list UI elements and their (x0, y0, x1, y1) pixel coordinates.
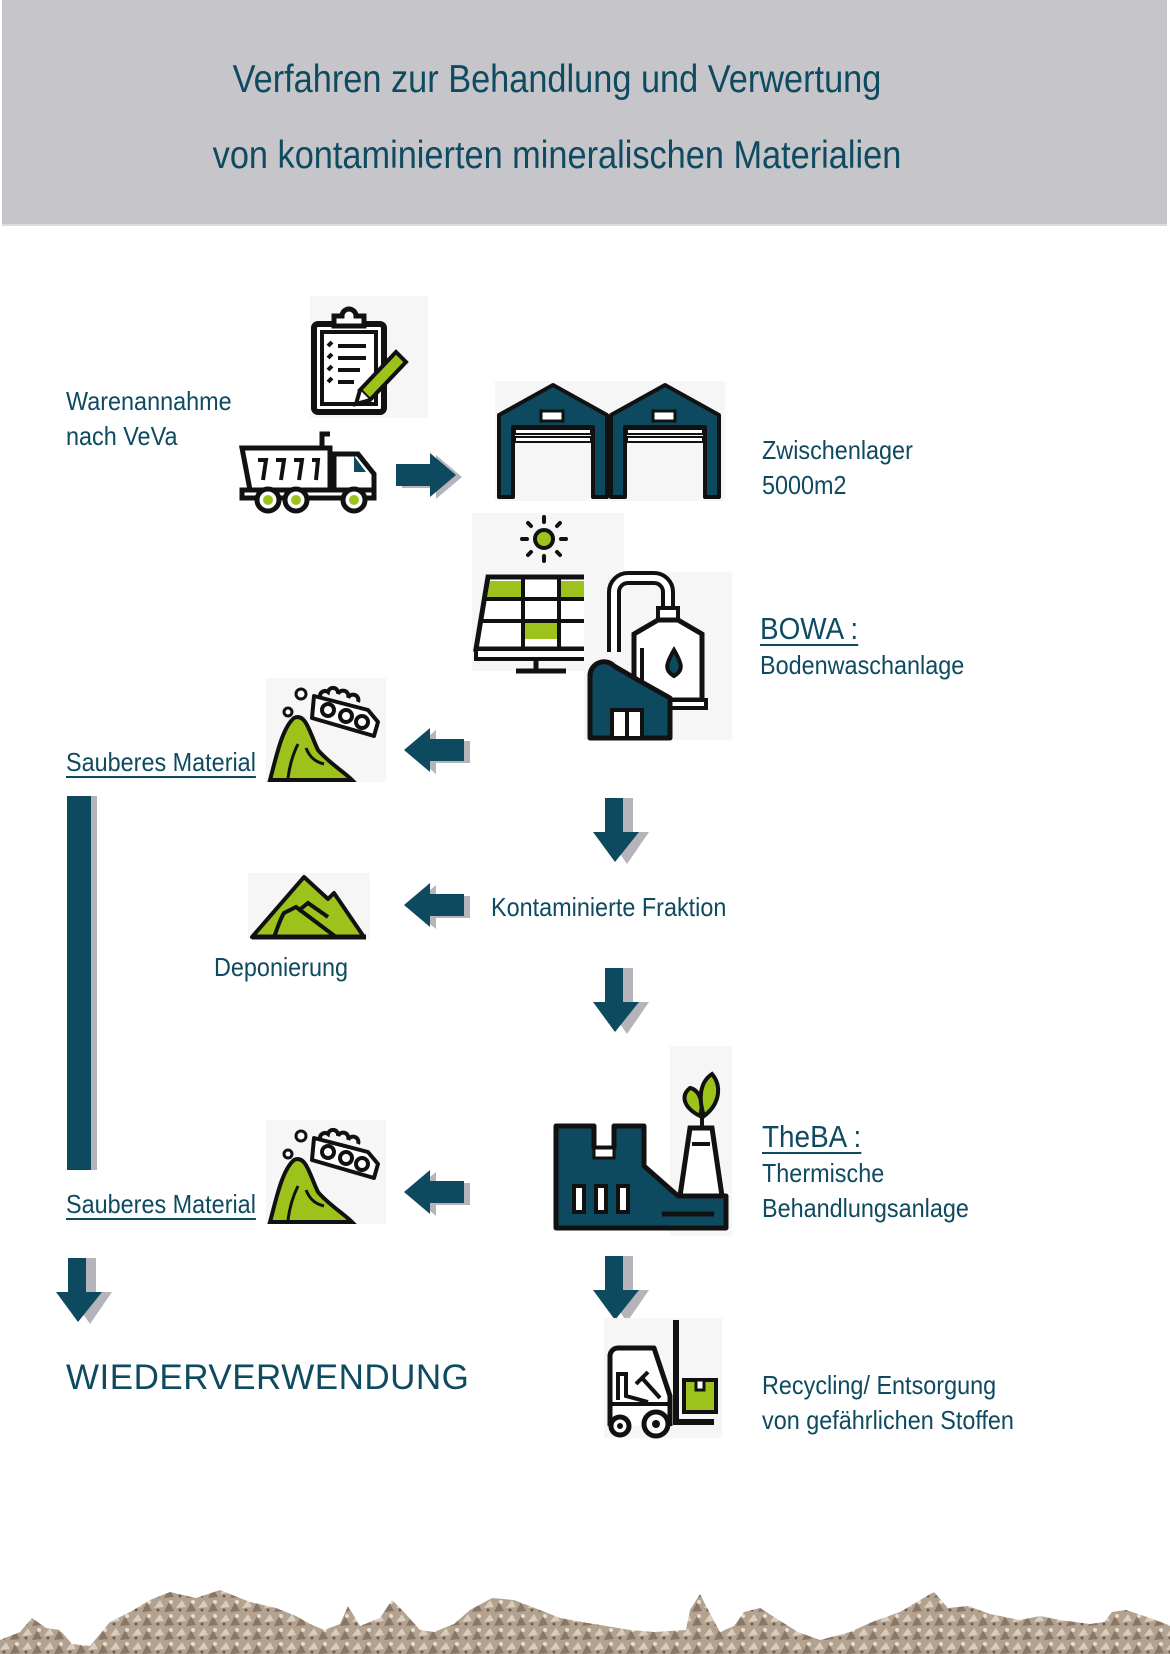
bowa-subtitle: Bodenwaschanlage (760, 650, 965, 680)
page-title-line-2: von kontaminierten mineralischen Materia… (212, 134, 902, 177)
landfill-label: Deponierung (214, 952, 349, 982)
clean-material-label-2: Sauberes Material (66, 1189, 256, 1219)
recycling-line-2: von gefährlichen Stoffen (762, 1405, 1014, 1435)
reuse-label: WIEDERVERWENDUNG (66, 1358, 470, 1397)
recycling-line-1: Recycling/ Entsorgung (762, 1370, 997, 1400)
arrow-right-icon (396, 453, 468, 499)
contaminated-fraction-label: Kontaminierte Fraktion (491, 892, 727, 922)
eco-factory-icon (550, 1046, 732, 1231)
gravel-pile-image (0, 1570, 1170, 1654)
storage-label-line-2: 5000m2 (762, 470, 847, 500)
clean-material-label-1: Sauberes Material (66, 747, 256, 777)
intake-label-line-1: Warenannahme (66, 386, 232, 416)
bowa-label: BOWA : Bodenwaschanlage (760, 610, 964, 683)
intake-label-line-2: nach VeVa (66, 421, 178, 451)
reuse-flow-bar (67, 796, 91, 1170)
theba-line-1: Thermische (762, 1158, 885, 1188)
conveyor-pile-icon (266, 1120, 386, 1224)
arrow-down-icon (593, 968, 649, 1034)
mountain-landfill-icon (248, 873, 370, 940)
theba-line-2: Behandlungsanlage (762, 1193, 969, 1223)
dump-truck-icon (238, 430, 380, 514)
bowa-title: BOWA : (760, 611, 859, 646)
intake-label: Warenannahme nach VeVa (66, 384, 232, 454)
page-title-line-1: Verfahren zur Behandlung und Verwertung (232, 58, 882, 101)
header-banner: Verfahren zur Behandlung und Verwertung … (2, 0, 1167, 226)
arrow-down-icon (593, 1256, 649, 1322)
storage-label: Zwischenlager 5000m2 (762, 433, 913, 503)
warehouse-icon (495, 381, 725, 501)
conveyor-pile-icon (266, 678, 386, 782)
arrow-left-icon (398, 728, 470, 774)
forklift-icon (604, 1318, 722, 1439)
theba-label: TheBA : Thermische Behandlungsanlage (762, 1118, 969, 1226)
storage-label-line-1: Zwischenlager (762, 435, 913, 465)
arrow-left-icon (398, 883, 470, 929)
soil-washing-plant-icon (584, 571, 732, 741)
theba-title: TheBA : (762, 1119, 862, 1154)
arrow-left-icon (398, 1170, 470, 1216)
clipboard-checklist-icon (310, 296, 428, 418)
recycling-label: Recycling/ Entsorgung von gefährlichen S… (762, 1368, 1014, 1438)
arrow-down-icon (56, 1258, 112, 1324)
arrow-down-icon (593, 798, 649, 864)
